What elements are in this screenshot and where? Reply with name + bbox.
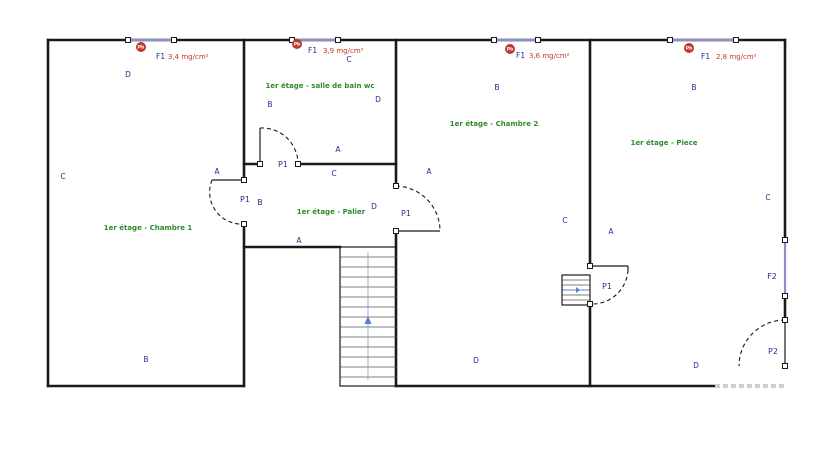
wall-label-c: C: [562, 216, 567, 225]
room-label-chambre-2: 1er étage - Chambre 2: [450, 120, 539, 128]
wall-label-c: C: [331, 169, 336, 178]
room-label-salle-de-bain: 1er étage - salle de bain wc: [265, 82, 374, 90]
wall-label-d: D: [125, 70, 131, 79]
wall-label-a: A: [335, 145, 341, 154]
wall-label-c: C: [765, 193, 770, 202]
measurement-3: Pb F1 3,6 mg/cm²: [505, 44, 570, 60]
measurement-value: 3,9 mg/cm²: [323, 47, 364, 55]
lead-marker-text: Pb: [138, 45, 145, 51]
lead-marker-text: Pb: [507, 47, 514, 53]
window-label-f1: F1: [308, 46, 317, 55]
wall-label-a: A: [608, 227, 614, 236]
wall-label-b: B: [494, 83, 499, 92]
doors: [209, 127, 788, 388]
door-label-p1: P1: [278, 160, 288, 169]
measurement-1: Pb F1 3,4 mg/cm²: [136, 42, 209, 61]
small-staircase: [561, 274, 591, 306]
room-label-piece: 1er étage - Piece: [630, 139, 697, 147]
room-label-palier: 1er étage - Palier: [297, 208, 366, 216]
wall-label-d: D: [371, 202, 377, 211]
lead-marker-icon: [292, 39, 302, 49]
lead-marker-icon: [505, 44, 515, 54]
staircase: [339, 246, 397, 387]
window-label-f1: F1: [516, 51, 525, 60]
stair-arrow-icon: [364, 316, 372, 324]
wall-label-c: C: [60, 172, 65, 181]
room-label-chambre-1: 1er étage - Chambre 1: [104, 224, 193, 232]
wall-label-a: A: [296, 236, 302, 245]
wall-label-c: C: [346, 55, 351, 64]
wall-label-b: B: [691, 83, 696, 92]
window-label-f2: F2: [767, 272, 777, 281]
measurement-value: 3,6 mg/cm²: [529, 52, 570, 60]
door-label-p2: P2: [768, 347, 778, 356]
wall-label-a: A: [426, 167, 432, 176]
measurement-value: 2,8 mg/cm²: [716, 53, 757, 61]
wall-label-d: D: [473, 356, 479, 365]
wall-label-b: B: [257, 198, 262, 207]
wall-label-a: A: [214, 167, 220, 176]
door-label-p1: P1: [602, 282, 612, 291]
window-label-f1: F1: [701, 52, 710, 61]
window-label-f1: F1: [156, 52, 165, 61]
wall-label-d: D: [693, 361, 699, 370]
door-label-p1: P1: [401, 209, 411, 218]
lead-marker-icon: [136, 42, 146, 52]
measurement-4: Pb F1 2,8 mg/cm²: [684, 43, 757, 61]
windows: [125, 37, 788, 299]
lead-marker-text: Pb: [686, 46, 693, 52]
small-stair-arrow-icon: [576, 287, 580, 293]
wall-label-b: B: [267, 100, 272, 109]
door-label-p1: P1: [240, 195, 250, 204]
lead-marker-text: Pb: [294, 42, 301, 48]
measurement-2: Pb F1 3,9 mg/cm²: [292, 39, 364, 55]
lead-marker-icon: [684, 43, 694, 53]
wall-label-b: B: [143, 355, 148, 364]
wall-label-d: D: [375, 95, 381, 104]
measurement-value: 3,4 mg/cm²: [168, 53, 209, 61]
walls: [46, 38, 787, 388]
